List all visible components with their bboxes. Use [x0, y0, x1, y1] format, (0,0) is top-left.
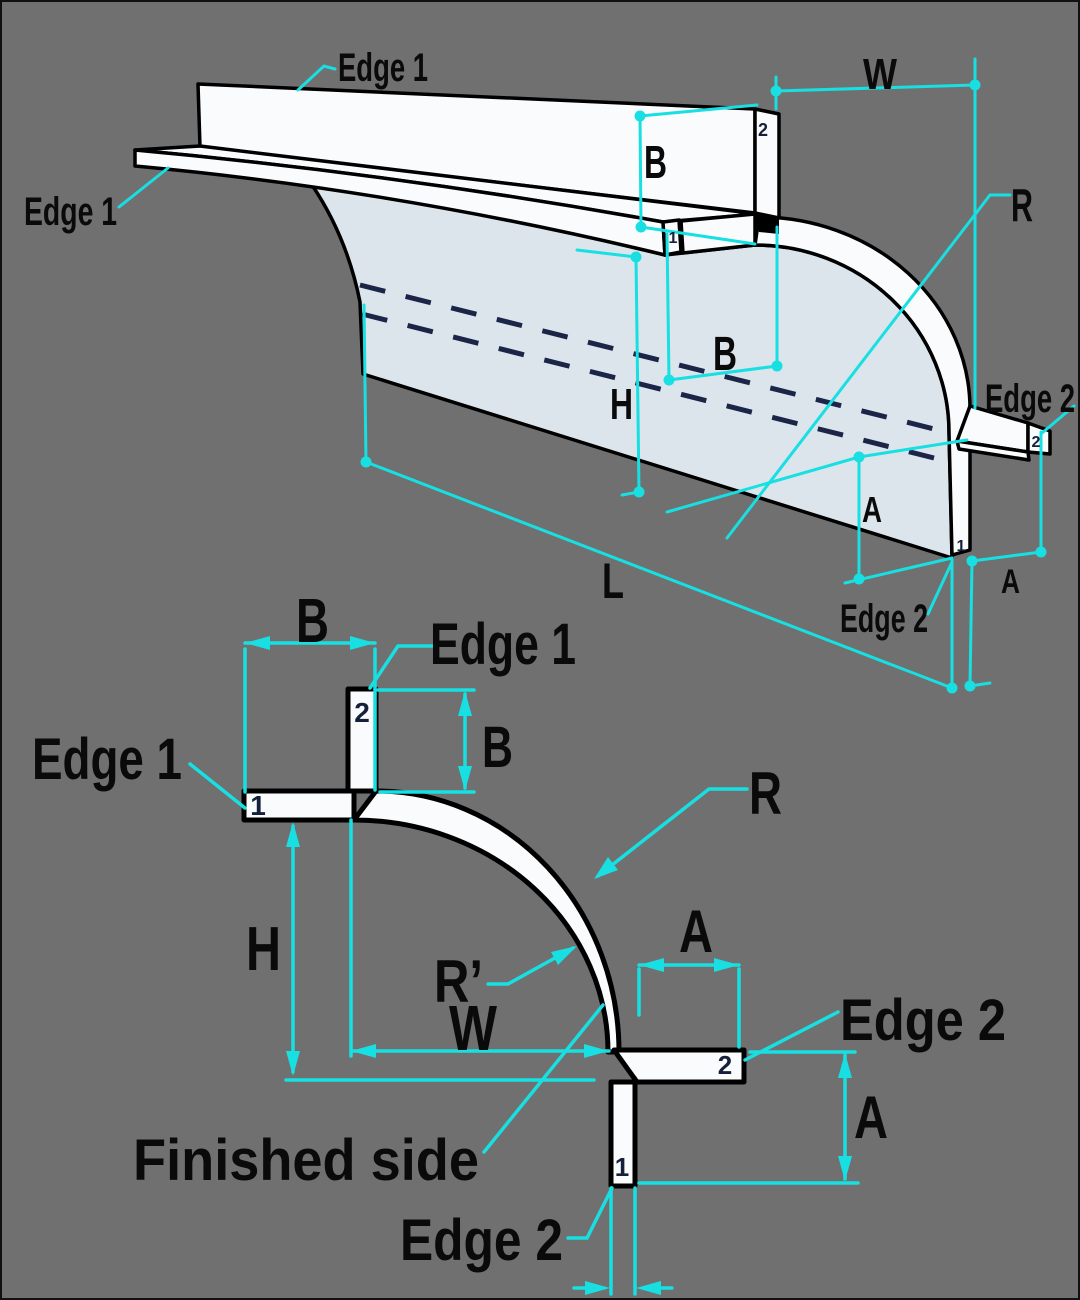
- profile-dim-h: H: [246, 915, 281, 984]
- iso-view: Edge 1 Edge 1 Edge 2 Edge 2 W B R B H A …: [24, 46, 1076, 694]
- profile-edge1-top-label: Edge 1: [430, 612, 576, 677]
- profile-edge2-right-label: Edge 2: [840, 988, 1006, 1053]
- iso-bottom-arm-end-mark: 2: [1032, 434, 1041, 451]
- iso-edge2-right-label: Edge 2: [985, 377, 1075, 421]
- iso-cove-band: [753, 215, 972, 557]
- profile-bottom-stub-mark: 1: [615, 1152, 629, 1182]
- profile-edge1-left-label: Edge 1: [32, 727, 182, 792]
- profile-dim-b-right: B: [482, 715, 513, 780]
- profile-dim-r: R: [749, 760, 782, 827]
- iso-fin-end-mark: 2: [758, 120, 768, 140]
- profile-dim-b-top: B: [296, 587, 329, 656]
- iso-dim-a-outer: A: [1001, 563, 1020, 601]
- iso-dim-h: H: [610, 380, 633, 429]
- iso-dim-r: R: [1011, 179, 1033, 231]
- iso-junction-notch: [752, 212, 779, 234]
- profile-bottom-stub: [608, 1079, 638, 1189]
- profile-bottom-arm: [611, 1047, 747, 1085]
- profile-dim-w: W: [449, 992, 497, 1064]
- profile-dim-a-right: A: [854, 1084, 888, 1151]
- iso-dim-b-upper: B: [644, 136, 667, 188]
- profile-upstand-mark: 2: [354, 697, 370, 728]
- profile-bottom-arm-mark: 2: [718, 1050, 732, 1080]
- iso-bottom-arm-front-face: [955, 439, 1031, 462]
- profile-dim-r-inner: R’: [434, 948, 483, 1015]
- iso-bottom-stub-end-mark: 1: [957, 538, 966, 555]
- iso-edge1-top-label: Edge 1: [338, 46, 428, 90]
- iso-dim-b-lower: B: [713, 328, 737, 381]
- iso-hidden-line-1: [359, 282, 943, 434]
- iso-edge1-left-label: Edge 1: [24, 190, 117, 234]
- iso-edge2-bottom-label: Edge 2: [840, 597, 928, 641]
- profile-edge2-bottom-label: Edge 2: [400, 1208, 563, 1273]
- iso-dim-w: W: [863, 50, 897, 99]
- iso-shelf-end-mark: 1: [669, 230, 678, 247]
- iso-dim-l: L: [602, 553, 624, 609]
- profile-dim-a-top: A: [679, 898, 713, 965]
- profile-view: B Edge 1 B Edge 1 R H A R’ W Edge 2 A Fi…: [32, 587, 1006, 1296]
- iso-dimensions: [117, 57, 1076, 694]
- profile-finished-side-label: Finished side: [133, 1128, 479, 1193]
- profile-shelf-mark: 1: [250, 790, 266, 821]
- profile-dimensions: [188, 636, 860, 1296]
- iso-dim-a-inner: A: [862, 489, 882, 530]
- iso-hidden-line-2: [361, 311, 935, 461]
